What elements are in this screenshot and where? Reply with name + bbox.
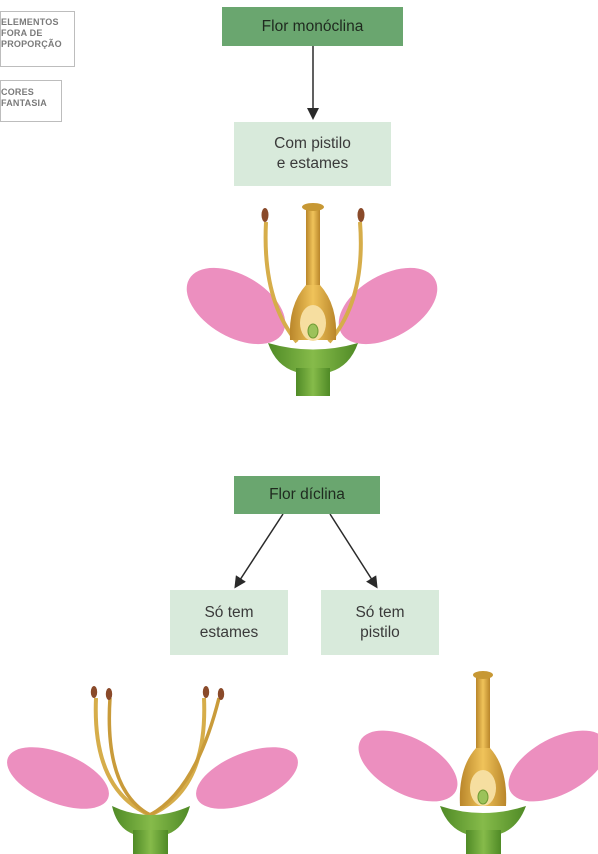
anther — [262, 208, 269, 222]
pistil-style — [306, 206, 320, 291]
petal-left — [347, 716, 469, 816]
monoclinous-flower-box: Flor monóclina — [222, 7, 403, 46]
pistil-and-stamens-box: Com pistilo e estames — [234, 122, 391, 186]
stem — [466, 830, 501, 854]
pistil-stigma — [302, 203, 324, 211]
arrow-dic-to-estames — [236, 514, 283, 586]
diclinous-flower-box: Flor díclina — [234, 476, 380, 514]
receptacle — [440, 806, 526, 834]
stem — [296, 368, 330, 396]
petal-right — [326, 252, 451, 360]
only-stamens-box: Só tem estames — [170, 590, 288, 655]
receptacle — [268, 343, 358, 372]
pistil-stigma — [473, 671, 493, 679]
stamen — [109, 698, 150, 815]
petal-right — [188, 735, 307, 822]
arrow-dic-to-pistilo — [330, 514, 376, 586]
petal-right — [497, 716, 598, 816]
flower-monoclinous — [174, 203, 451, 396]
box-label: Flor díclina — [269, 485, 345, 505]
anther — [358, 208, 365, 222]
box-label: Só tem estames — [200, 603, 259, 643]
petal-left — [174, 252, 299, 360]
flower-pistillate — [347, 671, 598, 854]
anther — [91, 686, 97, 698]
box-label: Só tem pistilo — [355, 603, 404, 643]
ovule — [478, 790, 488, 804]
anther — [203, 686, 209, 698]
flower-staminate — [0, 686, 306, 854]
box-label: Flor monóclina — [262, 17, 364, 37]
pistil-style — [476, 674, 490, 754]
ovule — [308, 324, 318, 338]
receptacle — [112, 806, 190, 834]
anther — [218, 688, 224, 700]
only-pistil-box: Só tem pistilo — [321, 590, 439, 655]
anther — [106, 688, 112, 700]
box-label: Com pistilo e estames — [274, 134, 351, 174]
stem — [133, 830, 168, 854]
stamen — [150, 698, 204, 815]
